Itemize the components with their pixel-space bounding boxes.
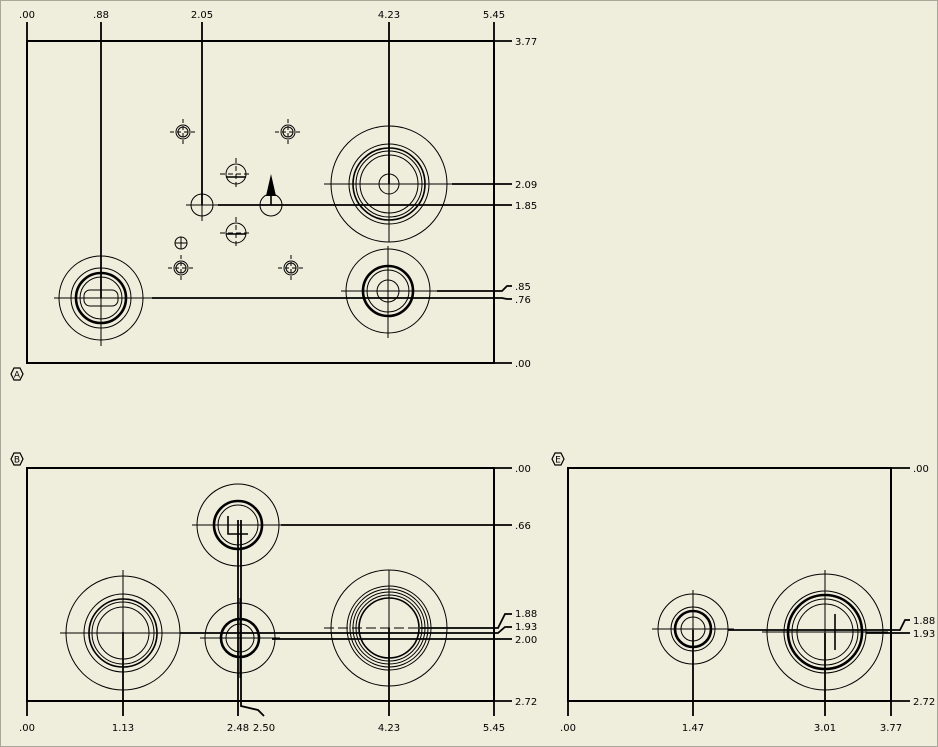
dim-leader <box>152 297 512 300</box>
dim-y: 2.09 <box>515 180 537 191</box>
screw-hole <box>278 255 304 281</box>
svg-text:A: A <box>14 371 21 381</box>
dim-x: 1.47 <box>682 723 704 734</box>
dim-y: 1.88 <box>515 609 537 620</box>
dim-x: 5.45 <box>483 723 505 734</box>
dim-y: 3.77 <box>515 37 537 48</box>
port-large <box>324 569 454 687</box>
dim-x: .00 <box>560 723 576 734</box>
dim-leader <box>180 626 512 634</box>
dim-y: 1.93 <box>913 629 935 640</box>
svg-text:E: E <box>555 456 561 466</box>
dim-y: .00 <box>515 464 531 475</box>
view-label-a: A <box>10 367 24 381</box>
orientation-arrow-icon <box>259 174 283 217</box>
dim-x: .00 <box>19 10 35 21</box>
port-large <box>324 125 454 243</box>
dim-y: .66 <box>515 521 531 532</box>
dim-x: .88 <box>93 10 109 21</box>
dim-x: 2.05 <box>191 10 213 21</box>
dim-y: .00 <box>515 359 531 370</box>
svg-text:B: B <box>14 456 20 466</box>
screw-hole <box>168 255 194 281</box>
view-a[interactable]: .00 .88 2.05 4.23 5.45 3.77 2.09 1.85 .8… <box>10 10 537 381</box>
port-left <box>54 252 152 346</box>
hole-medium <box>220 217 252 249</box>
dim-x: 5.45 <box>483 10 505 21</box>
dim-leader <box>437 285 512 292</box>
dim-x: .00 <box>19 723 35 734</box>
dim-leader <box>420 613 512 629</box>
view-label-b: B <box>10 452 24 466</box>
dim-x: 4.23 <box>378 10 400 21</box>
dim-leader <box>240 520 265 717</box>
dim-y: 1.93 <box>515 622 537 633</box>
dim-x: 4.23 <box>378 723 400 734</box>
port-top <box>192 483 284 567</box>
dim-y: 2.72 <box>913 697 935 708</box>
dim-x: 3.01 <box>814 723 836 734</box>
dim-y: .76 <box>515 295 531 306</box>
dim-y: .85 <box>515 282 531 293</box>
screw-hole <box>170 119 196 145</box>
dim-y: 1.85 <box>515 201 537 212</box>
dim-y: 1.88 <box>913 616 935 627</box>
port-left <box>60 570 186 691</box>
port-medium <box>341 246 437 338</box>
view-e-frame <box>567 467 892 702</box>
hole-dowel <box>186 189 218 221</box>
view-label-e: E <box>551 452 565 466</box>
view-e[interactable]: .00 1.88 1.93 2.72 .00 1.47 3.01 3.77 <box>551 452 935 734</box>
dim-y: 2.00 <box>515 635 537 646</box>
dim-y: 2.72 <box>515 697 537 708</box>
dim-x: 3.77 <box>880 723 902 734</box>
port-large <box>762 570 888 694</box>
dim-x: 2.48 <box>227 723 249 734</box>
hole-medium <box>220 158 252 190</box>
port-middle <box>200 598 280 678</box>
screw-hole <box>174 236 188 250</box>
dim-leader <box>728 619 910 631</box>
dim-y: .00 <box>913 464 929 475</box>
view-b[interactable]: .00 .66 1.88 1.93 2.00 2.72 .00 1.13 2.4… <box>10 452 537 734</box>
dim-x: 1.13 <box>112 723 134 734</box>
dim-x: 2.50 <box>253 723 275 734</box>
screw-hole <box>275 119 301 145</box>
port-left <box>652 590 734 668</box>
